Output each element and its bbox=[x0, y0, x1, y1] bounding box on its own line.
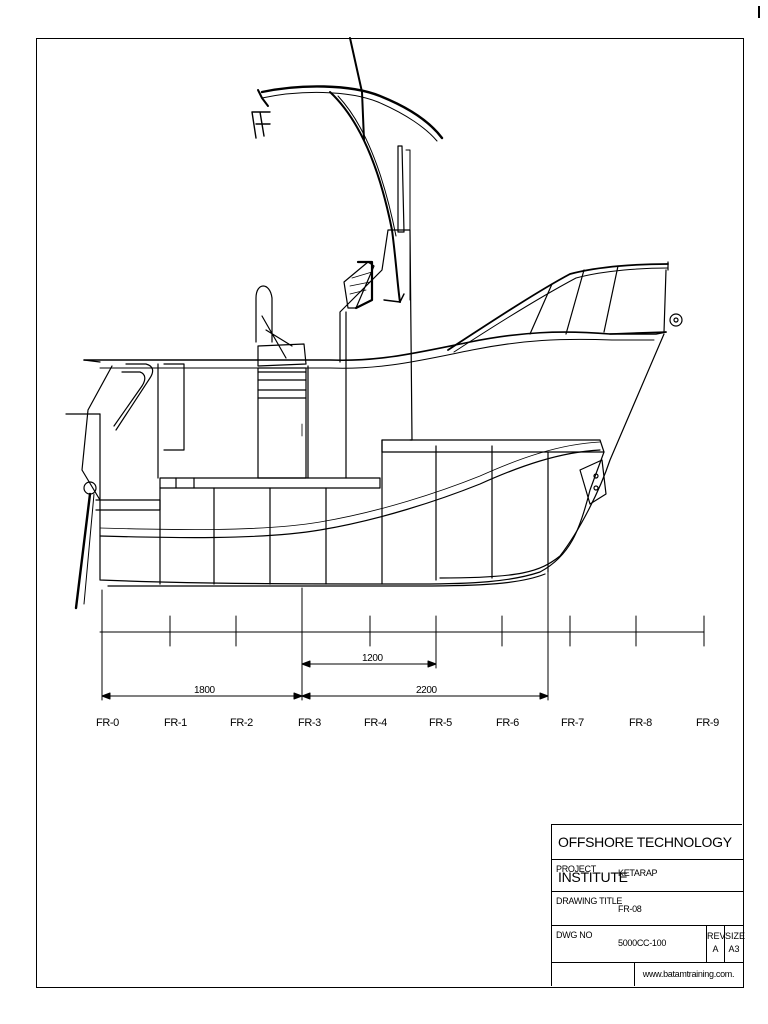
size-label: SIZE bbox=[725, 931, 746, 941]
frame-label-6: FR-6 bbox=[496, 717, 519, 729]
corner-mark bbox=[758, 6, 760, 18]
dimension-1800: 1800 bbox=[194, 685, 215, 696]
drawing-border bbox=[36, 38, 744, 988]
console bbox=[339, 229, 413, 479]
drawing-title-label: DRAWING TITLE bbox=[556, 896, 623, 906]
frame-label-8: FR-8 bbox=[629, 717, 652, 729]
frame-label-2: FR-2 bbox=[230, 717, 253, 729]
frame-label-9: FR-9 bbox=[696, 717, 719, 729]
stern-ladder bbox=[65, 359, 154, 610]
title-block: OFFSHORE TECHNOLOGY INSTITUTE PROJECT KE… bbox=[551, 824, 746, 986]
frame-label-7: FR-7 bbox=[561, 717, 584, 729]
frame-scale bbox=[99, 571, 705, 701]
t-top-canopy bbox=[251, 37, 444, 303]
rev-label: REV bbox=[707, 931, 726, 941]
dwg-no-value: 5000CC-100 bbox=[618, 938, 667, 948]
company-name: OFFSHORE TECHNOLOGY INSTITUTE bbox=[552, 825, 743, 885]
frame-label-4: FR-4 bbox=[364, 717, 387, 729]
size-cell: SIZE A3 bbox=[724, 926, 746, 962]
dimension-2200: 2200 bbox=[416, 685, 437, 696]
hull bbox=[83, 331, 667, 587]
bow-rail bbox=[447, 261, 683, 353]
rev-cell: REV A bbox=[706, 926, 726, 962]
frame-label-3: FR-3 bbox=[298, 717, 321, 729]
project-label: PROJECT bbox=[556, 864, 596, 874]
dimension-lines bbox=[101, 660, 549, 700]
size-value: A3 bbox=[728, 944, 740, 954]
dimension-1200: 1200 bbox=[362, 653, 383, 664]
rev-value: A bbox=[712, 944, 719, 954]
frame-label-0: FR-0 bbox=[96, 717, 119, 729]
drawing-title-row: DRAWING TITLE FR-08 bbox=[552, 892, 743, 926]
project-row: PROJECT KETARAP bbox=[552, 860, 743, 892]
seat bbox=[255, 285, 307, 479]
dwg-no-row: DWG NO 5000CC-100 REV A SIZE A3 bbox=[552, 926, 746, 963]
website-text: www.batamtraining.com. bbox=[634, 963, 742, 986]
frame-labels: FR-0 FR-1 FR-2 FR-3 FR-4 FR-5 FR-6 FR-7 … bbox=[96, 717, 720, 729]
project-value: KETARAP bbox=[618, 868, 658, 878]
dwg-no-label: DWG NO bbox=[556, 930, 593, 940]
frame-label-1: FR-1 bbox=[164, 717, 187, 729]
drawing-title-value: FR-08 bbox=[618, 904, 642, 914]
frame-label-5: FR-5 bbox=[429, 717, 452, 729]
